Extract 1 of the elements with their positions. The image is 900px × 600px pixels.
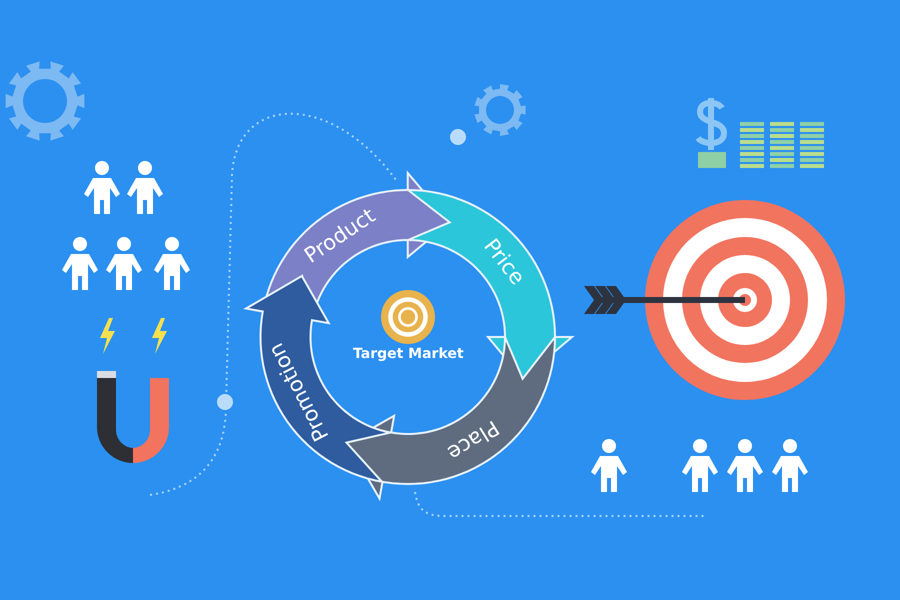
hub-label: Target Market	[353, 346, 463, 362]
